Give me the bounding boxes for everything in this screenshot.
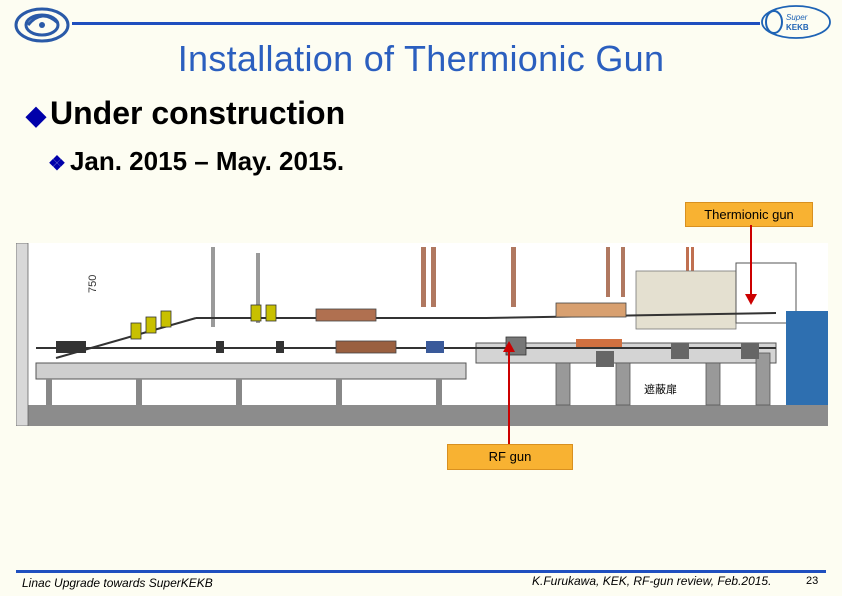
footer-right: K.Furukawa, KEK, RF-gun review, Feb.2015… xyxy=(532,574,772,588)
svg-text:KEKB: KEKB xyxy=(786,23,809,32)
shield-door-label: 遮蔽扉 xyxy=(644,382,677,396)
bullet-level1: ◆Under construction xyxy=(26,95,345,132)
footer-left: Linac Upgrade towards SuperKEKB xyxy=(22,576,213,590)
kek-logo-icon xyxy=(14,7,70,43)
thermionic-gun-callout: Thermionic gun xyxy=(685,202,813,227)
superkekb-logo-icon: Super KEKB xyxy=(761,5,831,39)
diamond-bullet-icon: ◆ xyxy=(26,100,46,130)
slide-title: Installation of Thermionic Gun xyxy=(177,38,665,79)
svg-text:Super: Super xyxy=(786,13,808,22)
bullet-level2: ❖Jan. 2015 – May. 2015. xyxy=(48,146,344,177)
header-rule xyxy=(72,22,760,25)
dimension-label: 750 xyxy=(87,275,99,293)
bullet1-text: Under construction xyxy=(50,95,346,131)
clover-bullet-icon: ❖ xyxy=(48,153,66,175)
page-number: 23 xyxy=(806,575,819,587)
footer-rule xyxy=(16,570,826,573)
rf-gun-callout: RF gun xyxy=(447,444,573,470)
beamline-drawing: 750 遮蔽扉 xyxy=(16,243,828,426)
bullet2-text: Jan. 2015 – May. 2015. xyxy=(69,146,345,176)
